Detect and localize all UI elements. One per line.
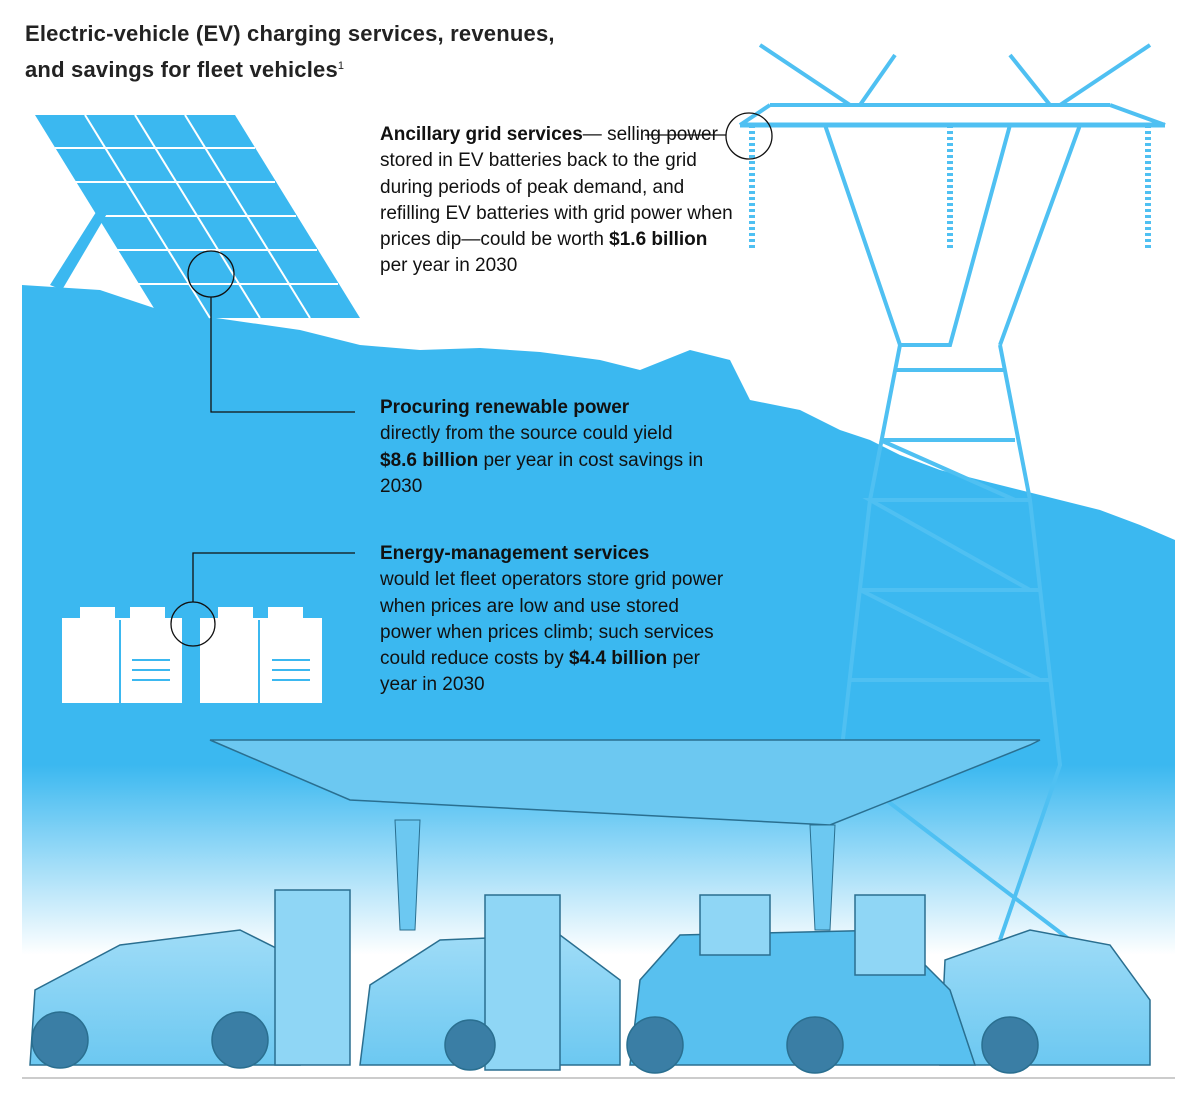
- footnote-marker: 1: [337, 60, 345, 72]
- battery-storage-icon: [62, 607, 322, 703]
- tower-highlight-circle: [725, 112, 773, 160]
- charging-canopy: [209, 739, 1041, 931]
- leader-line-energy: [192, 552, 355, 602]
- fleet-vehicles: [29, 889, 1151, 1074]
- callout-heading: Procuring renewable power: [380, 397, 630, 418]
- callout-energy-management: Energy-management services would let fle…: [380, 541, 730, 699]
- callout-heading: Energy-management services: [380, 543, 650, 564]
- callout-renewable-power: Procuring renewable power directly from …: [380, 395, 710, 500]
- title-line-2: and savings for fleet vehicles: [25, 57, 338, 82]
- callout-value: $4.4 billion: [569, 648, 668, 670]
- title-line-2-wrap: and savings for fleet vehicles1: [25, 52, 555, 88]
- leader-line-renewable: [210, 297, 355, 413]
- transmission-tower-icon: [738, 43, 1166, 942]
- callout-tail: per year in 2030: [380, 648, 700, 696]
- callout-body: would let fleet operators store grid pow…: [380, 569, 724, 670]
- callout-heading-dash: —: [582, 124, 602, 145]
- callout-ancillary-grid-services: Ancillary grid services— selling power s…: [380, 122, 740, 280]
- callout-body: selling power stored in EV batteries bac…: [380, 124, 733, 251]
- callout-tail: per year in 2030: [380, 255, 518, 277]
- callout-body: directly from the source could yield: [380, 423, 673, 445]
- callout-value: $1.6 billion: [609, 229, 708, 251]
- title-line-1: Electric-vehicle (EV) charging services,…: [25, 21, 555, 46]
- callout-tail: per year in cost savings in 2030: [380, 449, 704, 497]
- page-title: Electric-vehicle (EV) charging services,…: [25, 16, 555, 88]
- solar-panel-icon: [35, 114, 360, 319]
- callout-heading: Ancillary grid services: [380, 124, 583, 145]
- callout-value: $8.6 billion: [380, 449, 479, 471]
